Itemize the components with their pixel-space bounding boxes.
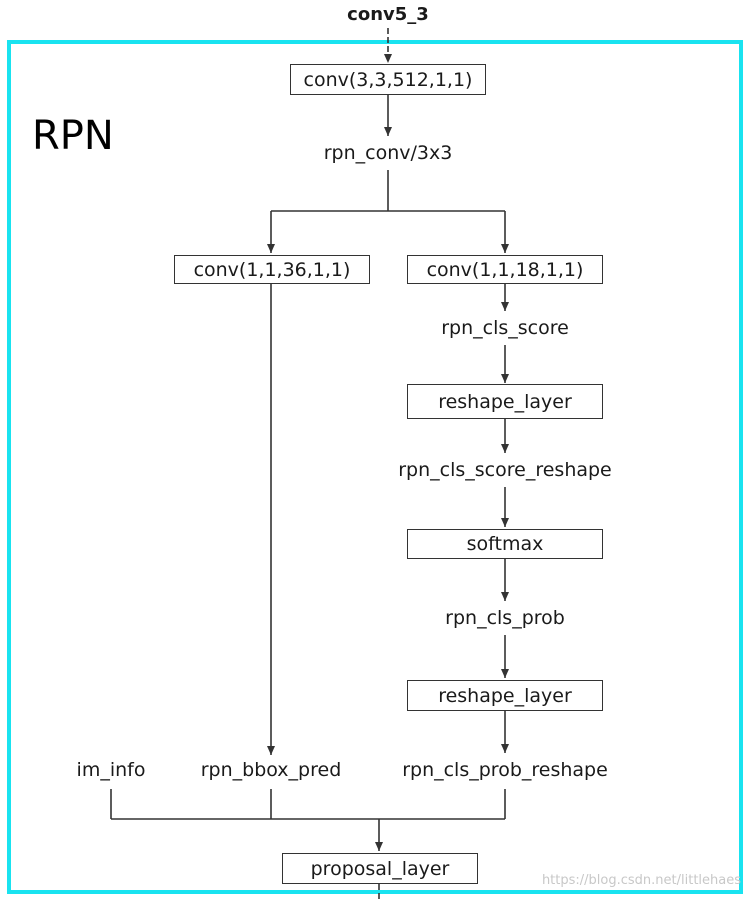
node-conv-3x3: conv(3,3,512,1,1) bbox=[290, 64, 486, 95]
input-label-conv5-3: conv5_3 bbox=[347, 4, 429, 25]
node-rpn-cls-score-reshape: rpn_cls_score_reshape bbox=[398, 459, 612, 481]
node-rpn-bbox-pred: rpn_bbox_pred bbox=[200, 759, 342, 781]
node-rpn-cls-prob-reshape: rpn_cls_prob_reshape bbox=[402, 759, 608, 781]
rpn-group-frame bbox=[7, 40, 743, 894]
watermark-text: https://blog.csdn.net/littlehaes bbox=[541, 873, 741, 888]
group-title-rpn: RPN bbox=[32, 113, 114, 159]
node-conv-cls: conv(1,1,18,1,1) bbox=[407, 255, 603, 284]
node-rpn-conv: rpn_conv/3x3 bbox=[323, 142, 453, 164]
node-conv-bbox: conv(1,1,36,1,1) bbox=[174, 255, 370, 284]
node-reshape-layer-2: reshape_layer bbox=[407, 680, 603, 711]
node-proposal-layer: proposal_layer bbox=[282, 853, 478, 884]
node-rpn-cls-score: rpn_cls_score bbox=[441, 317, 569, 339]
node-softmax: softmax bbox=[407, 529, 603, 559]
node-rpn-cls-prob: rpn_cls_prob bbox=[445, 607, 565, 629]
node-reshape-layer-1: reshape_layer bbox=[407, 384, 603, 419]
node-im-info: im_info bbox=[76, 759, 146, 781]
